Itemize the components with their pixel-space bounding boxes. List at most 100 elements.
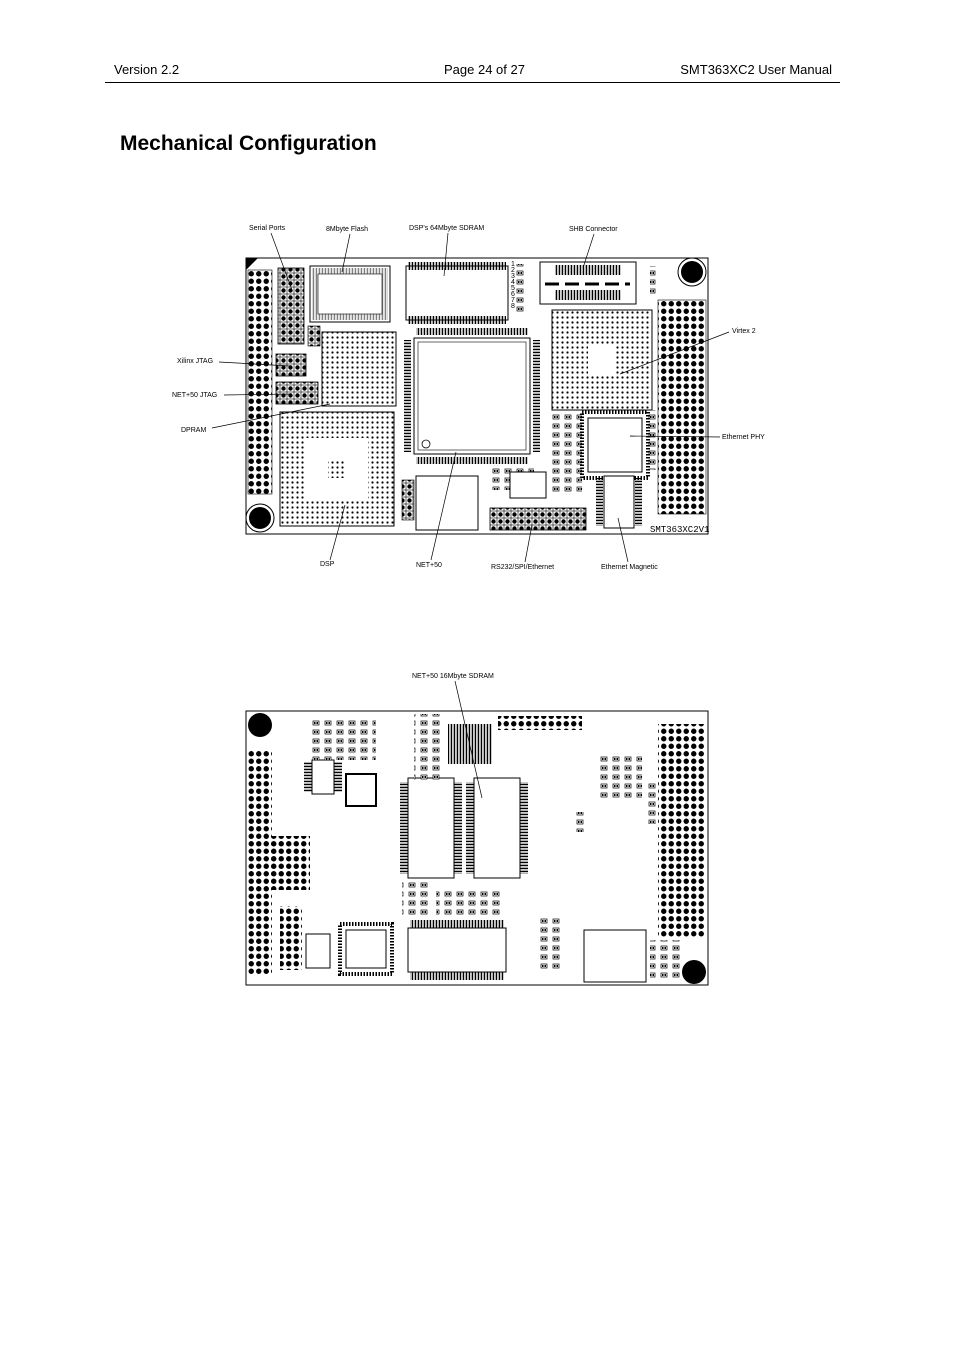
label-shb-connector: SHB Connector: [569, 226, 618, 233]
label-dpram: DPRAM: [181, 427, 206, 434]
callout-line-rs232: [524, 524, 533, 563]
left-edge-connector: [247, 269, 273, 495]
bottom-module: [583, 929, 647, 983]
ethernet-magnetic-pins-left: [596, 478, 603, 526]
net50-jtag-header: [275, 381, 319, 405]
callout-line-magnetic: [617, 517, 629, 563]
bottom-qfp-chip: [345, 929, 387, 969]
callout-line-phy: [629, 435, 721, 438]
bottom-qfn-chip: [345, 773, 377, 807]
flash-body: [317, 273, 383, 315]
crystal-module: [509, 471, 547, 499]
callout-line-dsp: [329, 504, 346, 561]
net50-pins-left: [404, 340, 411, 452]
bottom-wide-ic: [407, 927, 507, 973]
switch-number: 1: [511, 261, 515, 268]
label-ethernet-phy: Ethernet PHY: [722, 434, 765, 441]
callout-line-shb: [582, 233, 595, 269]
bottom-passives-2: [436, 888, 502, 916]
bottom-sdram-1-pins-left: [400, 782, 408, 874]
bottom-passives-7: [644, 780, 658, 824]
dsp-sdram-chip: [405, 265, 509, 321]
mount-hole-top-right-fill: [681, 261, 703, 283]
dsp-sdram-pins-top: [408, 262, 506, 270]
bottom-wide-ic-pins-bottom: [410, 972, 504, 980]
section-title: Mechanical Configuration: [120, 132, 377, 155]
callout-line-flash: [341, 233, 351, 273]
callout-line-sdram: [443, 232, 449, 277]
callout-line-net50-sdram: [454, 680, 483, 799]
bottom-passives-1: [402, 880, 432, 916]
rs232-header: [489, 507, 587, 531]
bottom-top-connector: [498, 716, 582, 730]
bottom-small-ic-pins-left: [304, 762, 312, 792]
bottom-sdram-2-pins-left: [466, 782, 474, 874]
header-divider: [105, 82, 840, 83]
label-xilinx-jtag: Xilinx JTAG: [177, 358, 213, 365]
callout-line-xilinx-jtag: [218, 361, 291, 367]
bottom-passives-4: [596, 756, 642, 800]
callout-line-virtex: [619, 331, 730, 375]
callout-line-dpram: [211, 403, 331, 429]
shb-pins-top: [555, 265, 621, 275]
virtex2-center: [588, 346, 616, 374]
callout-line-net50-jtag: [223, 393, 293, 396]
dsp-sdram-pins-bottom: [408, 316, 506, 324]
label-rs232: RS232/SPI/Ethernet: [491, 564, 554, 571]
xilinx-jtag-header: [275, 353, 307, 377]
label-flash: 8Mbyte Flash: [326, 226, 368, 233]
bottom-wide-ic-pins-top: [410, 920, 504, 928]
serial-ports-header: [277, 267, 305, 345]
mount-hole-bottom-left-fill: [249, 507, 271, 529]
bottom-sdram-1-pins-right: [454, 782, 462, 874]
net50-pins-right: [533, 340, 540, 452]
shb-pins-bottom: [555, 290, 621, 300]
bottom-right-connector: [658, 724, 706, 938]
ethernet-magnetic-pins-right: [635, 478, 642, 526]
bottom-sdram-2-pins-right: [520, 782, 528, 874]
small-header: [307, 325, 321, 347]
small-header-2: [401, 479, 415, 521]
switch-number: 5: [511, 285, 515, 292]
bottom-mount-hole-top-left: [248, 713, 272, 737]
switch-number: 6: [511, 291, 515, 298]
switch-number: 2: [511, 267, 515, 274]
corner-passives: [650, 266, 658, 296]
config-switch-block: [514, 264, 528, 312]
switch-number: 7: [511, 297, 515, 304]
bottom-pad-array-1: [270, 836, 310, 890]
top-callout-lines: [211, 232, 730, 563]
header-page-number: Page 24 of 27: [444, 62, 525, 77]
dsp-core-balls: [328, 460, 346, 478]
bottom-mount-hole-bottom-right: [682, 960, 706, 984]
switch-number: 3: [511, 273, 515, 280]
net50-pins-bottom: [416, 457, 528, 464]
ethernet-magnetic: [603, 475, 635, 529]
label-dsp: DSP: [320, 561, 335, 568]
label-serial-ports: Serial Ports: [249, 225, 286, 232]
module-outline: [415, 475, 479, 531]
dpram-chip: [321, 331, 397, 407]
label-net50-sdram: NET+50 16Mbyte SDRAM: [412, 673, 494, 680]
bottom-board: [245, 710, 709, 986]
header-version: Version 2.2: [114, 62, 180, 77]
label-net50-jtag: NET+50 JTAG: [172, 392, 217, 399]
ethernet-phy-chip: [587, 417, 643, 473]
bottom-small-ic: [311, 759, 335, 795]
bottom-pad-array-2: [280, 906, 302, 970]
right-edge-connector: [657, 299, 707, 515]
pin1-corner-marker: [246, 258, 258, 270]
bottom-left-connector: [248, 750, 272, 974]
bottom-passives-3: [414, 714, 444, 780]
board-silkscreen: SMT363XC2V1: [650, 525, 709, 535]
label-ethernet-magnetic: Ethernet Magnetic: [601, 564, 658, 571]
bottom-passives-9: [650, 940, 680, 980]
callout-line-serial: [270, 232, 293, 291]
net50-pins-top: [416, 328, 528, 335]
bottom-sdram-1: [407, 777, 455, 879]
bottom-small-ic-2: [305, 933, 331, 969]
bottom-ic-top: [448, 724, 492, 764]
label-net50: NET+50: [416, 562, 442, 569]
callout-line-net50: [430, 451, 457, 561]
